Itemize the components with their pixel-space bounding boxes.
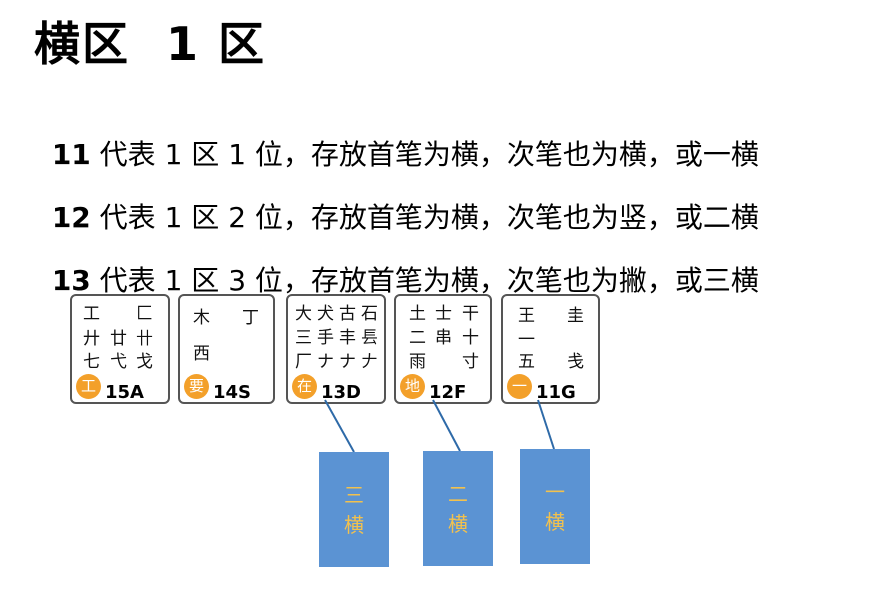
- key-glyph: 士: [435, 304, 452, 324]
- key-glyph: 石: [361, 304, 378, 324]
- key-badge: 工: [76, 374, 101, 399]
- line-number: 12: [51, 201, 91, 234]
- key-glyph: 串: [435, 328, 452, 348]
- key-glyph: 厂: [295, 352, 312, 372]
- description-line-13: 13 代表 1 区 3 位，存放首笔为横，次笔也为撇，或三横: [34, 226, 759, 299]
- connector-line-12f: [432, 399, 461, 452]
- key-glyph: 雨: [409, 352, 426, 372]
- key-glyph: 二: [409, 328, 426, 348]
- key-glyph: 西: [193, 344, 210, 364]
- key-glyph: ナ: [317, 352, 334, 372]
- page-title: 横区 1 区: [34, 17, 267, 71]
- description-line-12: 12 代表 1 区 2 位，存放首笔为横，次笔也为竖，或二横: [34, 163, 759, 236]
- key-badge: 一: [507, 374, 532, 399]
- key-code: 13D: [321, 382, 361, 403]
- connector-line-13d: [324, 399, 355, 453]
- key-glyph: 𠂇: [361, 352, 378, 372]
- key-glyph: 七: [83, 352, 100, 372]
- key-glyph: 匚: [136, 304, 153, 324]
- key-glyph: 工: [83, 304, 100, 324]
- key-glyph: 丁: [242, 308, 259, 328]
- line-text: 代表 1 区 3 位，存放首笔为横，次笔也为撇，或三横: [90, 264, 759, 297]
- key-code: 15A: [105, 382, 144, 403]
- line-number: 13: [51, 264, 91, 297]
- line-text: 代表 1 区 1 位，存放首笔为横，次笔也为横，或一横: [90, 138, 759, 171]
- key-11g: 王 圭 一 五 戋 一 11G: [501, 294, 600, 404]
- key-badge: 地: [400, 374, 425, 399]
- key-glyph: 丰: [339, 328, 356, 348]
- line-number: 11: [51, 138, 91, 171]
- note-one-horizontal: 一 横: [520, 449, 590, 564]
- key-badge: 要: [184, 374, 209, 399]
- key-13d: 大 犬 古 石 三 手 丰 镸 厂 ナ ナ 𠂇 在 13D: [286, 294, 386, 404]
- note-three-horizontal: 三 横: [319, 452, 389, 567]
- key-glyph: 十: [462, 328, 479, 348]
- key-glyph: 王: [518, 306, 535, 326]
- line-text: 代表 1 区 2 位，存放首笔为横，次笔也为竖，或二横: [90, 201, 759, 234]
- key-glyph: 大: [295, 304, 312, 324]
- note-bottom-char: 横: [344, 512, 364, 537]
- key-glyph: 卄: [136, 329, 153, 349]
- note-bottom-char: 横: [545, 509, 565, 534]
- key-glyph: 一: [518, 330, 535, 350]
- key-glyph: 圭: [567, 306, 584, 326]
- connector-line-11g: [537, 399, 555, 450]
- key-14s: 木 丁 西 要 14S: [178, 294, 275, 404]
- key-glyph: 古: [339, 304, 356, 324]
- key-badge: 在: [292, 374, 317, 399]
- key-glyph: 三: [295, 328, 312, 348]
- key-glyph: 弋: [110, 352, 127, 372]
- key-glyph: 土: [409, 304, 426, 324]
- key-glyph: 戈: [136, 352, 153, 372]
- key-glyph: 犬: [317, 304, 334, 324]
- key-glyph: 镸: [361, 328, 378, 348]
- key-glyph: ナ: [339, 352, 356, 372]
- note-top-char: 二: [448, 481, 468, 506]
- key-code: 11G: [536, 382, 576, 403]
- key-code: 12F: [429, 382, 467, 403]
- key-12f: 土 士 干 二 串 十 雨 寸 地 12F: [394, 294, 492, 404]
- key-glyph: 手: [317, 328, 334, 348]
- note-top-char: 三: [344, 482, 364, 507]
- key-glyph: 寸: [462, 352, 479, 372]
- key-glyph: 廾: [83, 329, 100, 349]
- key-glyph: 干: [462, 304, 479, 324]
- key-glyph: 廿: [110, 329, 127, 349]
- key-15a: 工 匚 廾 廿 卄 七 弋 戈 工 15A: [70, 294, 170, 404]
- key-glyph: 五: [518, 352, 535, 372]
- key-glyph: 木: [193, 308, 210, 328]
- description-line-11: 11 代表 1 区 1 位，存放首笔为横，次笔也为横，或一横: [34, 100, 759, 173]
- note-two-horizontal: 二 横: [423, 451, 493, 566]
- key-code: 14S: [213, 382, 252, 403]
- key-glyph: 戋: [567, 352, 584, 372]
- note-top-char: 一: [545, 479, 565, 504]
- note-bottom-char: 横: [448, 511, 468, 536]
